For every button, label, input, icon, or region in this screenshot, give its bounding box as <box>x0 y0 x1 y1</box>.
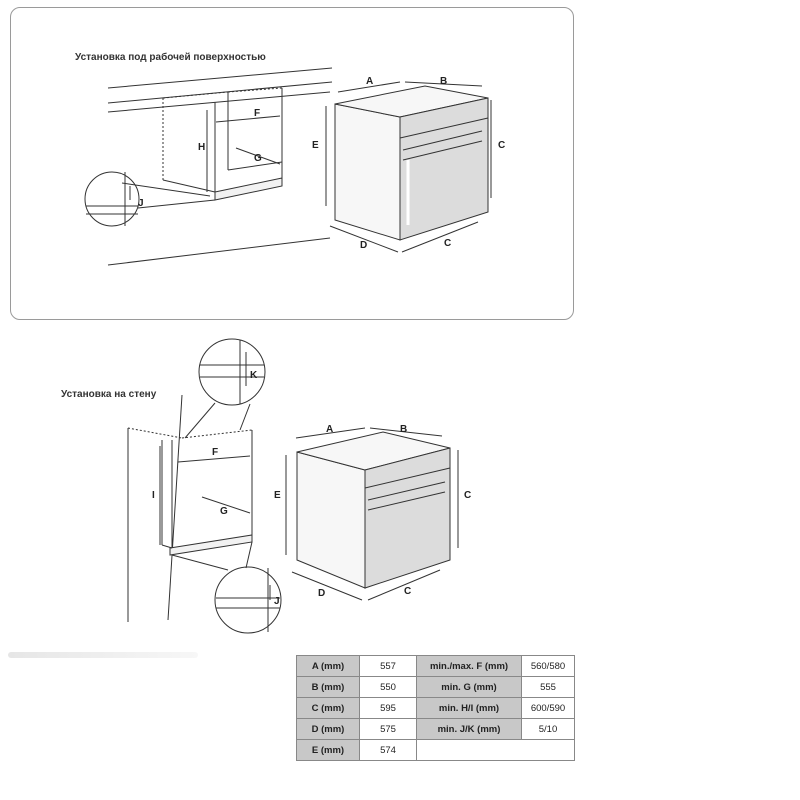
table-row: E (mm) 574 <box>296 739 575 761</box>
row-label-2: min. G (mm) <box>416 676 522 698</box>
table-row: D (mm) 575 min. J/K (mm) 5/10 <box>296 718 575 740</box>
top-detail-magnifier <box>84 171 216 227</box>
row-label-2: min. J/K (mm) <box>416 718 522 740</box>
dim-K-bottom: K <box>250 370 258 381</box>
row-value: 595 <box>359 697 417 719</box>
row-label: A (mm) <box>296 655 360 677</box>
dim-D-bottom: D <box>318 588 325 599</box>
dim-F-top: F <box>254 108 260 119</box>
tall-cabinet <box>127 394 253 622</box>
empty-cell <box>416 739 575 761</box>
row-value: 574 <box>359 739 417 761</box>
row-value-2: 560/580 <box>521 655 575 677</box>
bottom-detail-magnifier-top <box>184 338 266 439</box>
dim-J-top: J <box>138 198 144 209</box>
row-label-2: min./max. F (mm) <box>416 655 522 677</box>
dim-A-top: A <box>366 76 373 87</box>
dim-G-top: G <box>254 153 262 164</box>
worktop-lines <box>107 67 333 266</box>
row-value: 550 <box>359 676 417 698</box>
faded-footnote <box>8 652 198 658</box>
top-oven-dimensions <box>325 81 492 253</box>
dim-B-bottom: B <box>400 424 407 435</box>
dim-D-top: D <box>360 240 367 251</box>
row-label: C (mm) <box>296 697 360 719</box>
dim-E-bottom: E <box>274 490 281 501</box>
top-niche-dimensions <box>206 110 281 192</box>
row-value-2: 555 <box>521 676 575 698</box>
bottom-oven-dimensions <box>285 427 459 601</box>
row-value-2: 5/10 <box>521 718 575 740</box>
wall-installation-title: Установка на стену <box>61 389 157 400</box>
dim-E-top: E <box>312 140 319 151</box>
table-row: B (mm) 550 min. G (mm) 555 <box>296 676 575 698</box>
bottom-niche-dimensions <box>159 446 251 545</box>
row-value-2: 600/590 <box>521 697 575 719</box>
dim-C-top-depth: C <box>444 238 451 249</box>
dim-G-bottom: G <box>220 506 228 517</box>
dim-I-bottom: I <box>152 490 155 501</box>
dim-A-bottom: A <box>326 424 333 435</box>
row-label: E (mm) <box>296 739 360 761</box>
dim-C-bottom-depth: C <box>404 586 411 597</box>
dim-C-bottom-height: C <box>464 490 471 501</box>
row-label: D (mm) <box>296 718 360 740</box>
bottom-oven-body <box>296 431 451 589</box>
dim-J-bottom: J <box>274 596 280 607</box>
row-label-2: min. H/I (mm) <box>416 697 522 719</box>
bottom-detail-magnifier-bottom <box>171 541 282 634</box>
top-oven-body <box>334 85 489 241</box>
row-label: B (mm) <box>296 676 360 698</box>
dim-B-top: B <box>440 76 447 87</box>
table-row: C (mm) 595 min. H/I (mm) 600/590 <box>296 697 575 719</box>
row-value: 575 <box>359 718 417 740</box>
row-value: 557 <box>359 655 417 677</box>
dimensions-table: A (mm) 557 min./max. F (mm) 560/580 B (m… <box>296 655 575 761</box>
table-row: A (mm) 557 min./max. F (mm) 560/580 <box>296 655 575 677</box>
dim-F-bottom: F <box>212 447 218 458</box>
dim-H-top: H <box>198 142 205 153</box>
under-counter-title: Установка под рабочей поверхностью <box>75 52 266 63</box>
cabinet-niche <box>162 87 283 201</box>
dim-C-top-height: C <box>498 140 505 151</box>
